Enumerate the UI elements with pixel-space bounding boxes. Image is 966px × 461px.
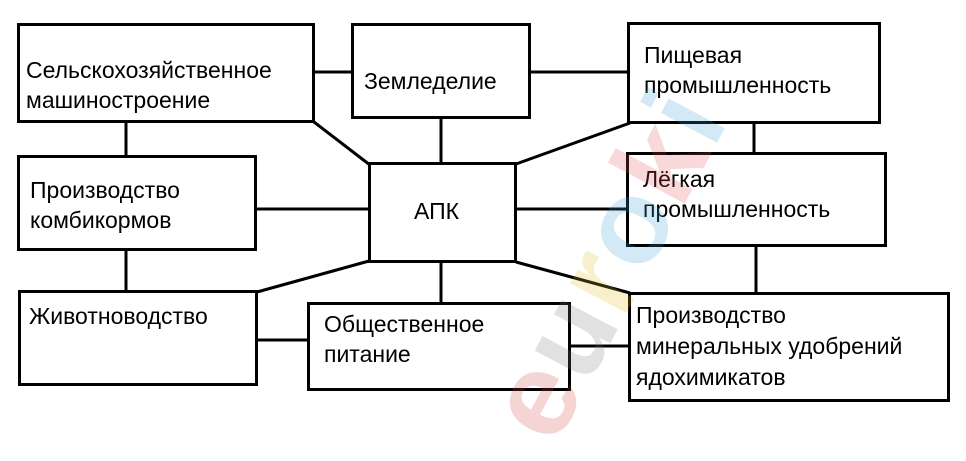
node-proizvodstvo-kombikormov: Производство комбикормов [17,155,257,251]
node-legkaya-promyshlennost: Лёгкая промышленность [626,152,887,247]
node-apk: АПК [368,162,517,263]
edge-apk-zhivotnovodstvo [256,259,370,294]
edge-pishchevaya-apk [515,121,631,166]
apk-diagram: Сельскохозяйственное машиностроение Земл… [17,22,950,460]
node-proizvodstvo-udobreniy: Производство минеральных удобрений ядохи… [628,292,950,402]
connector-lines [124,70,758,348]
node-selkhoz-mashinostroenie: Сельскохозяйственное машиностроение [17,23,315,123]
node-pishchevaya-promyshlennost: Пищевая промышленность [627,22,881,124]
node-zemledelie: Земледелие [351,23,531,119]
edge-apk-udobreniya [515,260,631,295]
node-zhivotnovodstvo: Животноводство [18,290,258,386]
node-obshchestvennoe-pitanie: Общественное питание [307,302,571,391]
edge-selkhoz-apk [313,120,371,167]
